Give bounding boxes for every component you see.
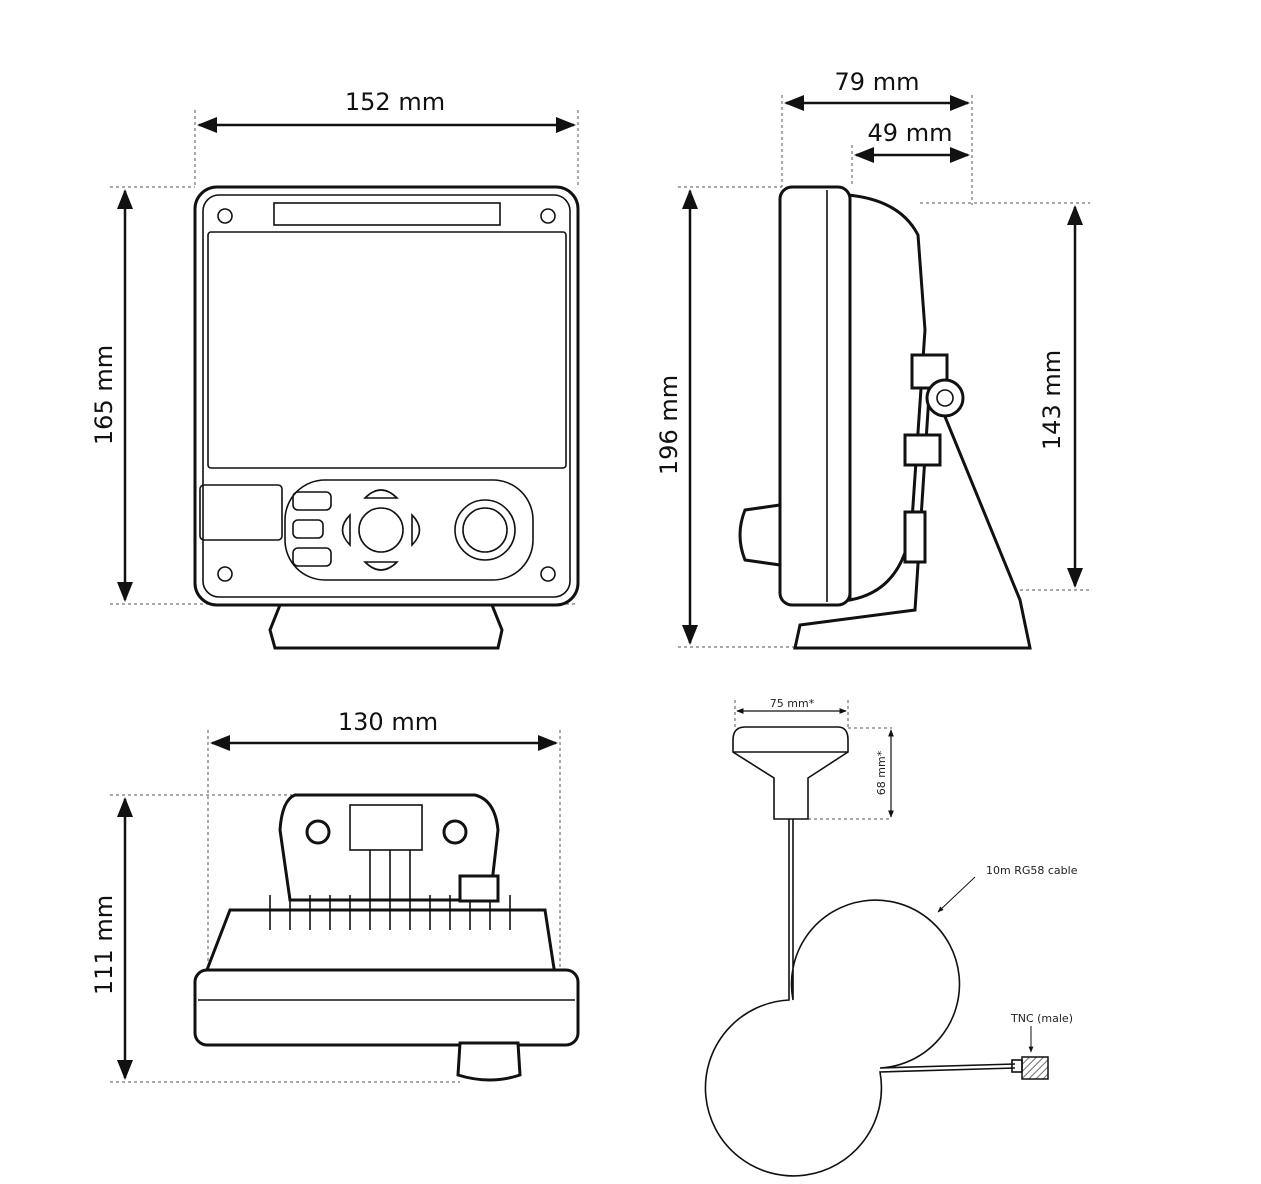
keypad	[284, 479, 534, 581]
width-label: 152 mm	[345, 88, 445, 116]
device-body	[193, 968, 580, 1047]
side-knob	[456, 1041, 522, 1082]
side-knob	[738, 503, 782, 567]
width-label: 130 mm	[338, 708, 438, 736]
cable-label: 10m RG58 cable	[986, 864, 1078, 877]
bracket	[793, 379, 1032, 650]
cable	[704, 819, 1016, 1177]
antenna-dome	[732, 726, 849, 820]
gps-antenna: 75 mm* 68 mm* 10m RG58 cable TNC (male)	[704, 697, 1078, 1177]
height-label: 165 mm	[90, 345, 118, 445]
height-label: 68 mm*	[875, 750, 888, 795]
connector-label: TNC (male)	[1010, 1012, 1073, 1025]
depth-label: 79 mm	[835, 68, 920, 96]
screen	[207, 231, 567, 469]
cable-connector	[458, 874, 500, 903]
front-view: 152 mm 165 mm	[90, 88, 580, 650]
shell-depth-label: 49 mm	[868, 119, 953, 147]
width-label: 75 mm*	[770, 697, 815, 710]
device-body	[193, 185, 580, 607]
tnc-connector	[1021, 1056, 1049, 1080]
bottom-view: 130 mm 111 mm	[90, 708, 580, 1083]
stand-base	[268, 603, 504, 650]
total-height-label: 196 mm	[655, 375, 683, 475]
depth-label: 111 mm	[90, 895, 118, 995]
body-height-label: 143 mm	[1038, 350, 1066, 450]
mount-knob	[925, 378, 965, 418]
front-bezel	[778, 185, 852, 607]
rotary-knob	[454, 499, 516, 561]
rear-shell	[202, 908, 557, 977]
side-view: 79 mm 49 mm 196 mm 143 mm	[655, 68, 1090, 650]
